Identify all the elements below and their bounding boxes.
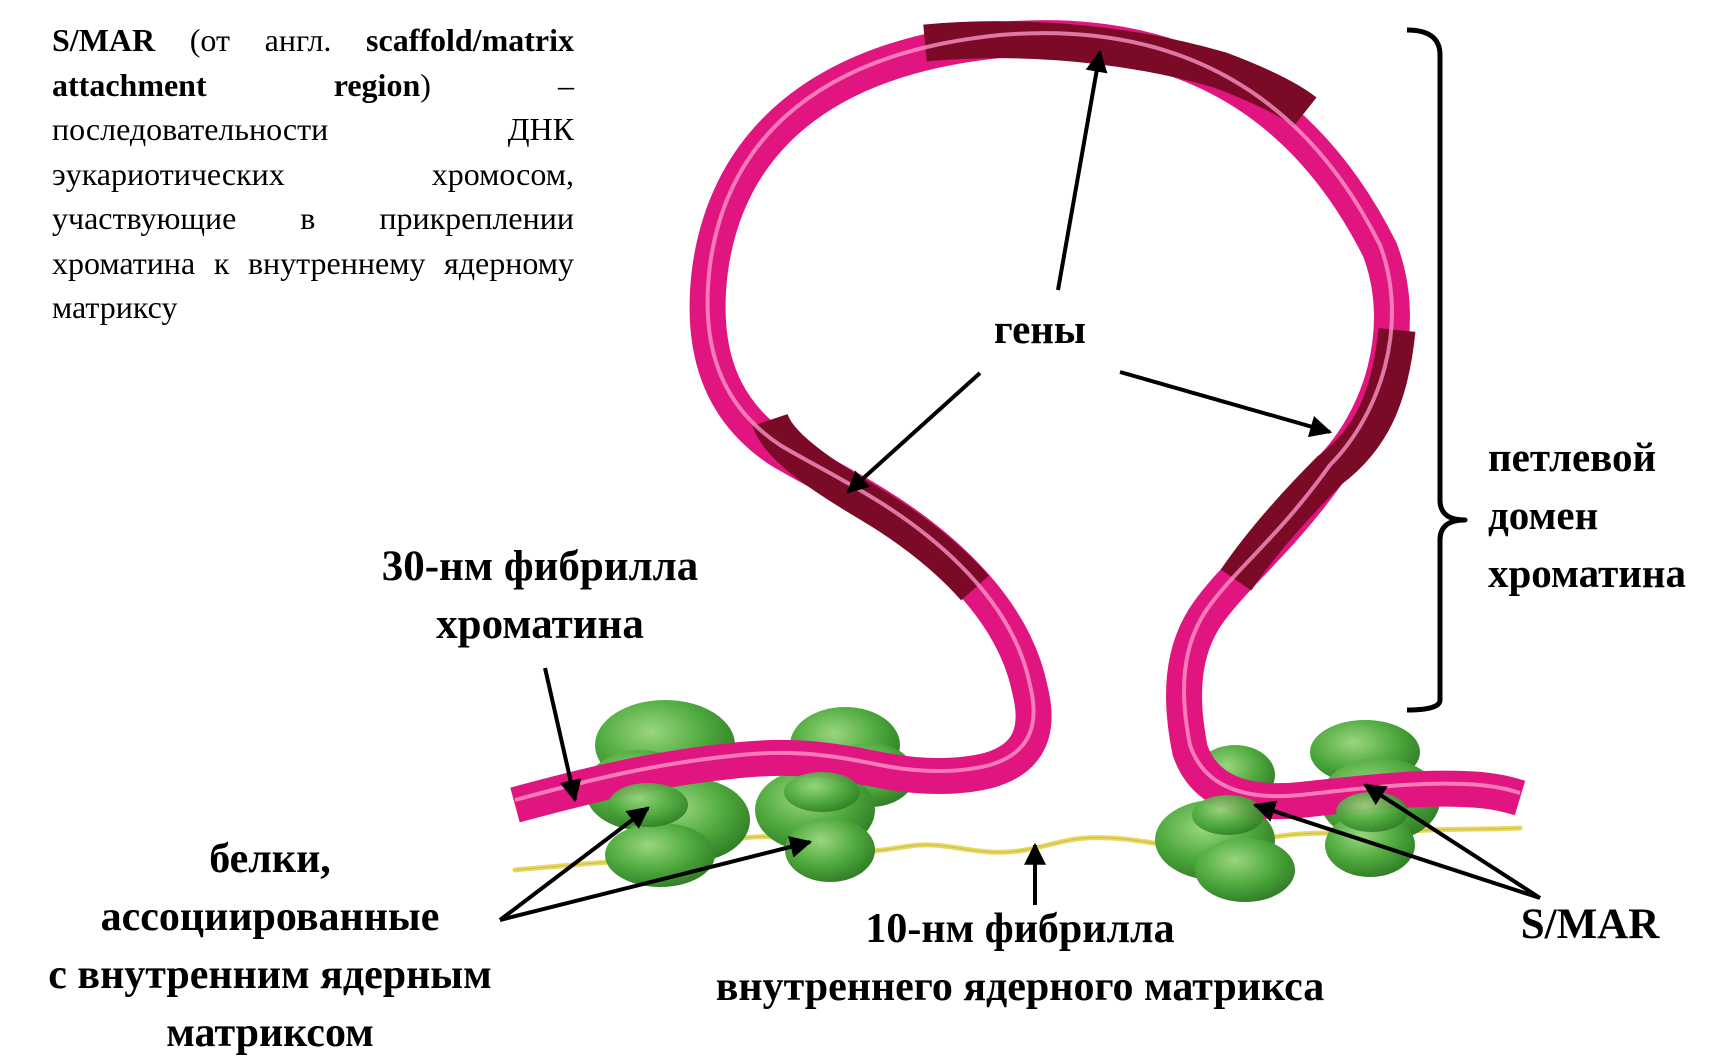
label-proteins-line1: белки, (0, 830, 540, 888)
loop-domain-bracket (1407, 30, 1465, 710)
label-matrix-proteins: белки, ассоциированные с внутренним ядер… (0, 830, 540, 1062)
label-loop-domain: петлевой домен хроматина (1488, 428, 1728, 602)
label-proteins-line3: с внутренним ядерным (0, 946, 540, 1004)
definition-part1: (от англ. (155, 22, 366, 58)
label-genes: гены (925, 305, 1155, 353)
label-smar: S/MAR (1480, 900, 1700, 949)
label-loop-line3: хроматина (1488, 544, 1728, 602)
label-fibril30-line2: хроматина (310, 596, 770, 654)
gene-segment-top (925, 40, 1305, 112)
arrow-genes-top (1058, 52, 1100, 290)
label-proteins-line4: матриксом (0, 1004, 540, 1062)
label-fibril10-line1: 10-нм фибрилла (660, 900, 1380, 958)
label-fibril10: 10-нм фибрилла внутреннего ядерного матр… (660, 900, 1380, 1016)
label-loop-line2: домен (1488, 486, 1728, 544)
label-fibril30: 30-нм фибрилла хроматина (310, 538, 770, 654)
arrow-genes-right (1120, 372, 1330, 432)
definition-part2: ) – последовательности ДНК эукариотическ… (52, 67, 574, 326)
gene-segment-left (770, 420, 975, 588)
label-proteins-line2: ассоциированные (0, 888, 540, 946)
label-fibril30-line1: 30-нм фибрилла (310, 538, 770, 596)
smar-definition: S/MAR (от англ. scaffold/matrix attachme… (52, 18, 574, 330)
definition-term: S/MAR (52, 22, 155, 58)
gene-segment-right (1236, 330, 1397, 580)
arrow-genes-left (848, 373, 980, 492)
label-loop-line1: петлевой (1488, 428, 1728, 486)
label-fibril10-line2: внутреннего ядерного матрикса (660, 958, 1380, 1016)
